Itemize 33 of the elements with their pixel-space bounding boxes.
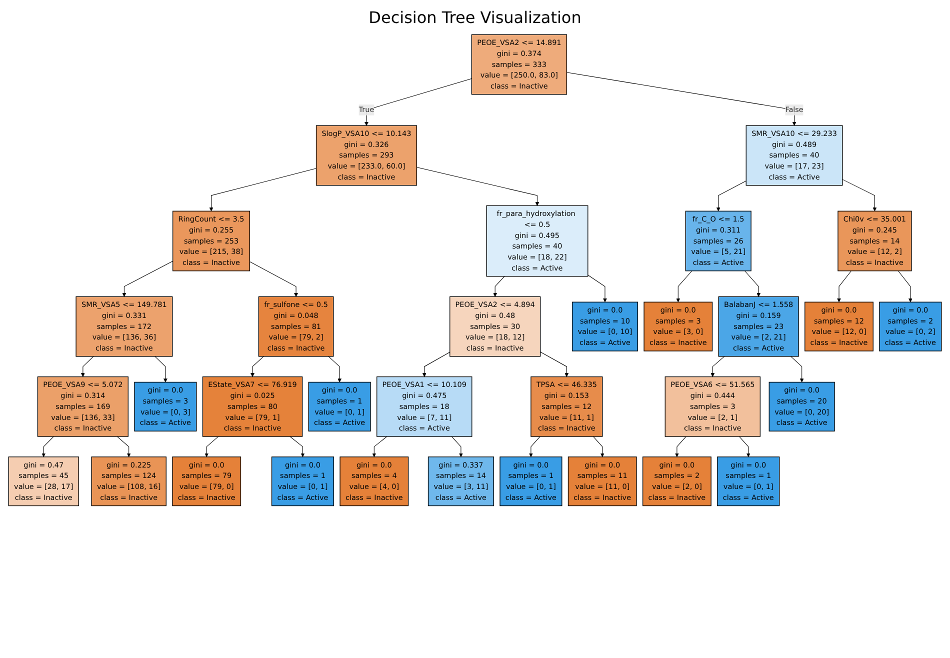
arrow	[451, 436, 463, 458]
arrow	[676, 270, 692, 302]
arrow	[204, 436, 219, 458]
arrow	[80, 356, 94, 377]
arrow	[493, 276, 505, 297]
arrow	[249, 261, 298, 297]
arrow	[739, 436, 750, 458]
arrow	[290, 436, 305, 458]
arrow	[416, 166, 540, 206]
arrow	[154, 356, 168, 382]
arrow	[42, 436, 54, 458]
arrow	[593, 436, 604, 458]
arrow	[744, 270, 761, 297]
arrow	[588, 274, 607, 302]
arrow	[122, 260, 174, 297]
arrow	[837, 270, 852, 302]
arrow	[842, 179, 877, 212]
arrow	[898, 270, 912, 302]
arrow	[209, 168, 317, 212]
arrow	[372, 436, 388, 458]
arrow	[528, 436, 540, 458]
arrow	[328, 356, 342, 382]
arrow	[790, 356, 804, 382]
arrow	[364, 78, 472, 126]
arrow	[716, 180, 746, 212]
arrow	[116, 436, 131, 458]
arrow	[422, 352, 450, 377]
arrow	[674, 436, 686, 458]
arrow	[250, 356, 264, 377]
arrow	[566, 72, 796, 126]
arrow	[540, 352, 569, 377]
diagram-title: Decision Tree Visualization	[368, 8, 582, 27]
arrow	[710, 356, 725, 377]
